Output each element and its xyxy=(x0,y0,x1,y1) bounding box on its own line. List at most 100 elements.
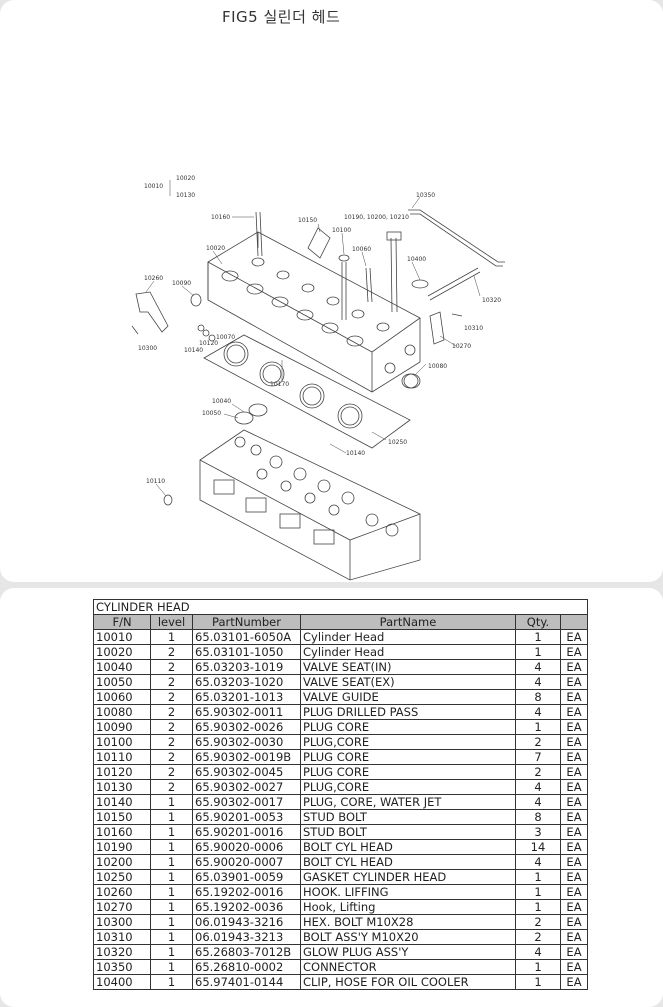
callout-10350: 10350 xyxy=(416,192,435,199)
row-level: 1 xyxy=(150,944,193,960)
row-fn: 10300 xyxy=(93,914,151,930)
row-fn: 10140 xyxy=(93,794,151,810)
row-level: 1 xyxy=(150,824,193,840)
row-fn: 10400 xyxy=(93,974,151,990)
row-fn: 10110 xyxy=(93,749,151,765)
row-fn: 10050 xyxy=(93,674,151,690)
row-fn: 10080 xyxy=(93,704,151,720)
row-fn: 10120 xyxy=(93,764,151,780)
row-qty: 1 xyxy=(515,719,561,735)
row-unit: EA xyxy=(560,944,588,960)
row-level: 1 xyxy=(150,809,193,825)
row-fn: 10190 xyxy=(93,839,151,855)
row-unit: EA xyxy=(560,794,588,810)
callout-10400: 10400 xyxy=(407,256,426,263)
row-level: 2 xyxy=(150,764,193,780)
row-part-name: STUD BOLT xyxy=(300,824,516,840)
row-part-number: 65.03201-1013 xyxy=(192,689,301,705)
row-qty: 4 xyxy=(515,779,561,795)
row-qty: 2 xyxy=(515,764,561,780)
row-part-name: PLUG CORE xyxy=(300,719,516,735)
row-qty: 4 xyxy=(515,794,561,810)
row-qty: 4 xyxy=(515,944,561,960)
row-fn: 10270 xyxy=(93,899,151,915)
cylinder-head-upper xyxy=(207,231,421,393)
row-unit: EA xyxy=(560,659,588,675)
row-level: 1 xyxy=(150,884,193,900)
row-qty: 1 xyxy=(515,884,561,900)
row-level: 2 xyxy=(150,644,193,660)
callout-10190-set: 10190, 10200, 10210 xyxy=(344,214,409,221)
row-part-name: BOLT CYL HEAD xyxy=(300,854,516,870)
row-fn: 10010 xyxy=(93,629,151,645)
callout-10300: 10300 xyxy=(138,345,157,352)
row-part-name: PLUG CORE xyxy=(300,749,516,765)
row-fn: 10260 xyxy=(93,884,151,900)
callout-10310: 10310 xyxy=(464,325,483,332)
row-part-name: PLUG,CORE xyxy=(300,734,516,750)
callout-10020-b: 10020 xyxy=(206,245,225,252)
row-unit: EA xyxy=(560,899,588,915)
row-unit: EA xyxy=(560,839,588,855)
row-qty: 2 xyxy=(515,929,561,945)
row-fn: 10160 xyxy=(93,824,151,840)
row-part-number: 65.03101-1050 xyxy=(192,644,301,660)
row-fn: 10320 xyxy=(93,944,151,960)
callout-10120: 10120 xyxy=(199,340,218,347)
row-part-name: HEX. BOLT M10X28 xyxy=(300,914,516,930)
row-level: 1 xyxy=(150,629,193,645)
row-unit: EA xyxy=(560,869,588,885)
callout-10060: 10060 xyxy=(352,246,371,253)
row-part-number: 65.19202-0016 xyxy=(192,884,301,900)
row-part-number: 65.90201-0053 xyxy=(192,809,301,825)
row-part-number: 65.90302-0026 xyxy=(192,719,301,735)
callout-10170: 10170 xyxy=(270,381,289,388)
row-unit: EA xyxy=(560,719,588,735)
table-header-row: F/N level PartNumber PartName Qty. xyxy=(93,614,588,630)
row-level: 1 xyxy=(150,914,193,930)
row-part-number: 65.03101-6050A xyxy=(192,629,301,645)
row-part-name: CLIP, HOSE FOR OIL COOLER xyxy=(300,974,516,990)
row-unit: EA xyxy=(560,704,588,720)
row-qty: 4 xyxy=(515,704,561,720)
header-part-number: PartNumber xyxy=(192,614,301,630)
row-part-number: 65.90020-0007 xyxy=(192,854,301,870)
row-unit: EA xyxy=(560,929,588,945)
row-unit: EA xyxy=(560,884,588,900)
row-qty: 3 xyxy=(515,824,561,840)
row-qty: 14 xyxy=(515,839,561,855)
row-part-name: VALVE SEAT(IN) xyxy=(300,659,516,675)
row-part-number: 65.19202-0036 xyxy=(192,899,301,915)
row-qty: 8 xyxy=(515,689,561,705)
callout-10020: 10020 xyxy=(176,175,195,182)
row-level: 2 xyxy=(150,749,193,765)
row-fn: 10200 xyxy=(93,854,151,870)
row-fn: 10250 xyxy=(93,869,151,885)
callout-10100: 10100 xyxy=(332,227,351,234)
row-fn: 10040 xyxy=(93,659,151,675)
row-unit: EA xyxy=(560,824,588,840)
row-part-name: Cylinder Head xyxy=(300,644,516,660)
callout-10070: 10070 xyxy=(216,334,235,341)
row-unit: EA xyxy=(560,764,588,780)
row-part-name: GASKET CYLINDER HEAD xyxy=(300,869,516,885)
row-part-name: PLUG, CORE, WATER JET xyxy=(300,794,516,810)
row-qty: 1 xyxy=(515,869,561,885)
row-unit: EA xyxy=(560,749,588,765)
row-level: 2 xyxy=(150,674,193,690)
callout-10050: 10050 xyxy=(202,410,221,417)
row-level: 1 xyxy=(150,974,193,990)
row-qty: 1 xyxy=(515,959,561,975)
row-part-number: 65.90302-0019B xyxy=(192,749,301,765)
